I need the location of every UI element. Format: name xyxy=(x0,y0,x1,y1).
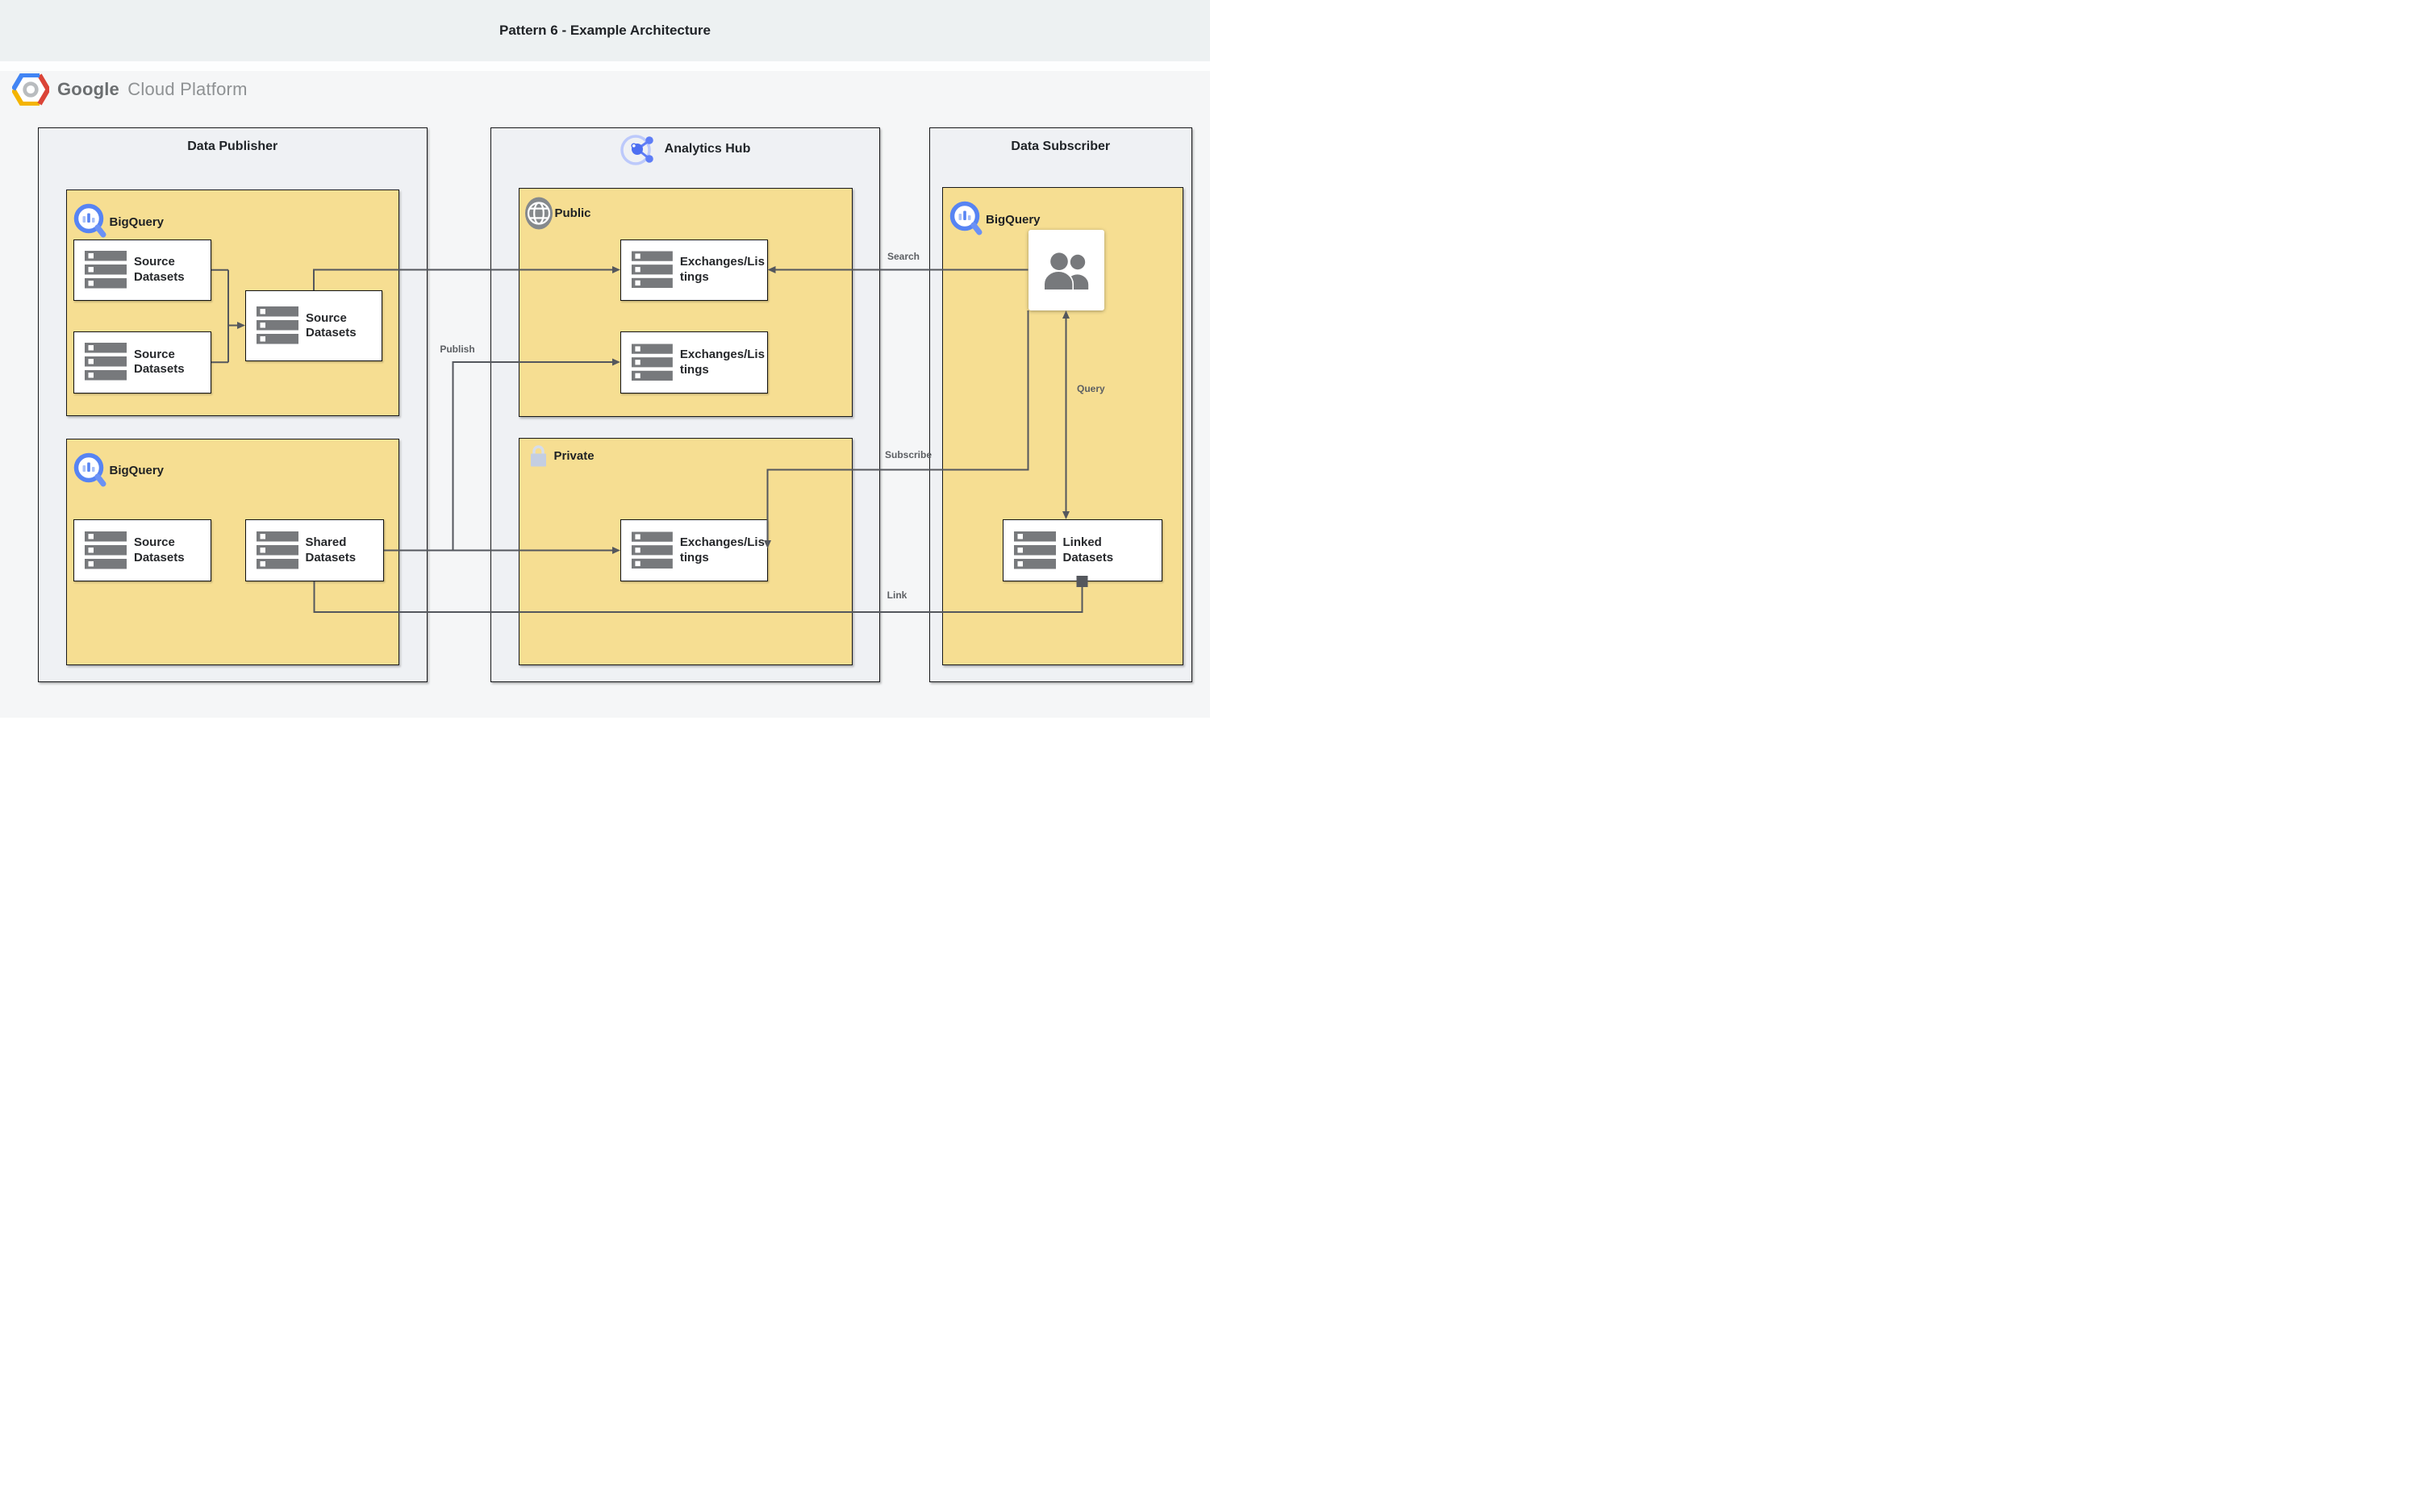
connector-label-subscribe: Subscribe xyxy=(884,449,933,460)
header-divider xyxy=(0,61,1210,71)
container-title-data-subscriber: Data Subscriber xyxy=(1011,140,1111,153)
node-label: Linked Datasets xyxy=(1062,535,1114,564)
connector-label-query: Query xyxy=(1077,383,1105,394)
bigquery-icon xyxy=(949,201,983,235)
container-title-analytics-hub: Analytics Hub xyxy=(664,142,751,156)
gcp-logo-google: Google xyxy=(57,79,119,99)
analytics-hub-header: Analytics Hub xyxy=(491,133,879,165)
datasets-stack-icon xyxy=(85,250,127,289)
node-source-datasets-bottom: Source Datasets xyxy=(73,519,211,581)
group-label-bigquery-3: BigQuery xyxy=(986,212,1041,227)
node-subscriber-users xyxy=(1028,229,1104,310)
gcp-logo-suffix: Cloud Platform xyxy=(127,79,248,99)
page-title: Pattern 6 - Example Architecture xyxy=(499,23,711,38)
datasets-stack-icon xyxy=(632,531,673,569)
lock-icon xyxy=(530,445,546,467)
group-label-public: Public xyxy=(554,206,591,220)
footer-strip xyxy=(0,718,1210,756)
group-label-bigquery-2: BigQuery xyxy=(109,464,165,477)
node-label: Source Datasets xyxy=(134,535,185,564)
node-exchanges-listings-private: Exchanges/Listings xyxy=(620,519,768,581)
node-source-datasets-b: Source Datasets xyxy=(73,331,211,394)
node-label: Exchanges/Listings xyxy=(679,535,765,564)
architecture-diagram: Pattern 6 - Example Architecture Google … xyxy=(0,0,1210,756)
node-linked-datasets: Linked Datasets xyxy=(1002,519,1162,581)
bigquery-icon xyxy=(73,452,106,486)
node-label: Shared Datasets xyxy=(305,535,357,564)
connector-label-publish: Publish xyxy=(440,344,475,355)
analytics-hub-share-icon xyxy=(620,135,653,165)
node-exchanges-listings-public-1: Exchanges/Listings xyxy=(620,239,768,301)
datasets-stack-icon xyxy=(632,251,673,288)
datasets-stack-icon xyxy=(256,531,298,569)
datasets-stack-icon xyxy=(1013,531,1056,569)
container-title-data-publisher: Data Publisher xyxy=(187,140,278,153)
node-source-datasets-merged: Source Datasets xyxy=(245,290,382,361)
node-label: Exchanges/Listings xyxy=(679,348,765,377)
group-label-private: Private xyxy=(553,449,595,463)
group-label-bigquery-1: BigQuery xyxy=(109,215,165,229)
connector-label-link: Link xyxy=(887,589,908,601)
connector-label-search: Search xyxy=(887,251,920,262)
users-icon xyxy=(1042,251,1088,291)
gcp-logo-text: Google Cloud Platform xyxy=(57,79,248,100)
datasets-stack-icon xyxy=(85,343,127,381)
node-label: Exchanges/Listings xyxy=(679,255,765,284)
datasets-stack-icon xyxy=(632,344,673,381)
node-shared-datasets: Shared Datasets xyxy=(244,519,384,581)
header-bar: Pattern 6 - Example Architecture xyxy=(0,0,1210,61)
gcp-logo: Google Cloud Platform xyxy=(12,73,248,106)
datasets-stack-icon xyxy=(257,306,298,344)
node-exchanges-listings-public-2: Exchanges/Listings xyxy=(620,331,768,394)
gcp-hexagon-icon xyxy=(12,73,49,106)
datasets-stack-icon xyxy=(85,531,127,569)
bigquery-icon xyxy=(73,203,106,238)
node-source-datasets-a: Source Datasets xyxy=(73,239,211,301)
node-label: Source Datasets xyxy=(134,347,185,377)
node-label: Source Datasets xyxy=(306,310,357,339)
node-label: Source Datasets xyxy=(134,255,185,284)
globe-icon xyxy=(524,197,553,229)
